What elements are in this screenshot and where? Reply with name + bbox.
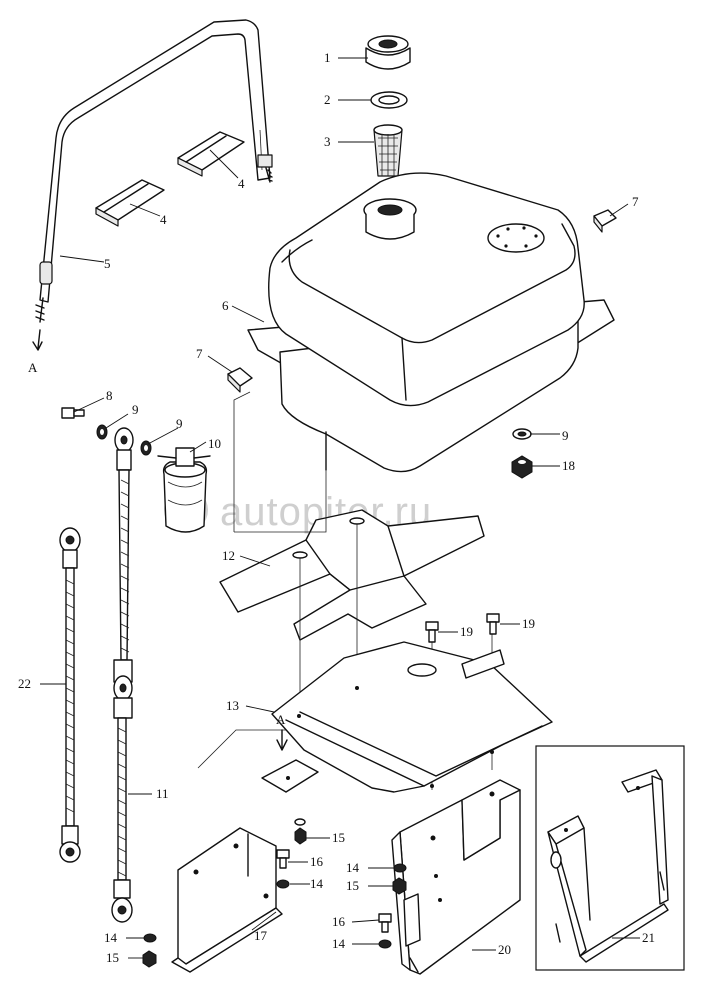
callout-15-c: 15	[106, 950, 119, 965]
callout-15-a: 15	[332, 830, 345, 845]
part-5-strap	[32, 19, 273, 351]
part-12-cross-pad	[219, 509, 485, 641]
part-13-tray-plate	[271, 641, 553, 793]
callout-16-b: 16	[332, 914, 346, 929]
part-19-bolt-right	[486, 613, 500, 635]
callout-12: 12	[222, 548, 235, 563]
callout-15-b: 15	[346, 878, 359, 893]
callout-labels: 1 2 3 4 4 5 6 7 7 8 9 9 9 10 11 12 13 14…	[18, 50, 655, 965]
callout-10: 10	[208, 436, 221, 451]
callout-1: 1	[324, 50, 331, 65]
part-7-clip-left	[227, 367, 253, 393]
callout-9-c: 9	[562, 428, 569, 443]
view-marker-label: A	[28, 360, 38, 375]
callout-9-b: 9	[176, 416, 183, 431]
part-2-gasket	[370, 91, 408, 109]
callout-14-a: 14	[310, 876, 324, 891]
callout-16-a: 16	[310, 854, 324, 869]
part-10-fuel-filter	[157, 447, 211, 533]
part-4-pad-upper	[177, 131, 245, 177]
alignment-lines	[197, 391, 493, 790]
part-7-clip-right	[593, 209, 617, 233]
callout-14-d: 14	[104, 930, 118, 945]
callout-13: 13	[226, 698, 239, 713]
callout-4-lower: 4	[160, 212, 167, 227]
part-22-return-hose	[59, 527, 81, 863]
callout-3: 3	[324, 134, 331, 149]
callout-21: 21	[642, 930, 655, 945]
callout-2: 2	[324, 92, 331, 107]
callout-19-b: 19	[522, 616, 535, 631]
part-1-cap	[365, 35, 411, 70]
callout-14-c: 14	[332, 936, 346, 951]
view-marker-a-top: A	[28, 360, 38, 375]
fasteners-bottom	[142, 818, 407, 968]
callout-14-b: 14	[346, 860, 360, 875]
part-8-banjo-bolt	[61, 407, 85, 419]
view-marker-label: A	[276, 712, 286, 727]
part-21-detail-view	[535, 745, 685, 971]
callout-17: 17	[254, 928, 268, 943]
callout-8: 8	[106, 388, 113, 403]
part-4-pad-lower	[95, 179, 165, 227]
part-18-nut	[511, 455, 533, 479]
callout-6: 6	[222, 298, 229, 313]
part-6-fuel-tank	[247, 172, 615, 473]
leader-lines	[40, 57, 640, 959]
part-11-fuel-hose	[111, 427, 134, 923]
callout-9-a: 9	[132, 402, 139, 417]
callout-19-a: 19	[460, 624, 473, 639]
part-17-bracket-left	[171, 827, 283, 973]
part-3-strainer	[373, 124, 403, 177]
part-19-bolt-left	[425, 621, 439, 643]
part-9-washer-b	[140, 440, 152, 456]
callout-18: 18	[562, 458, 575, 473]
part-9-washer-a	[96, 424, 108, 440]
callout-22: 22	[18, 676, 31, 691]
callout-7-right: 7	[632, 194, 639, 209]
callout-7-left: 7	[196, 346, 203, 361]
callout-5: 5	[104, 256, 111, 271]
mount-bracket-small	[261, 759, 319, 793]
part-9-washer-c	[512, 428, 532, 440]
callout-20: 20	[498, 942, 511, 957]
view-marker-a-bottom: A	[276, 712, 288, 751]
callout-11: 11	[156, 786, 169, 801]
callout-4-upper: 4	[238, 176, 245, 191]
